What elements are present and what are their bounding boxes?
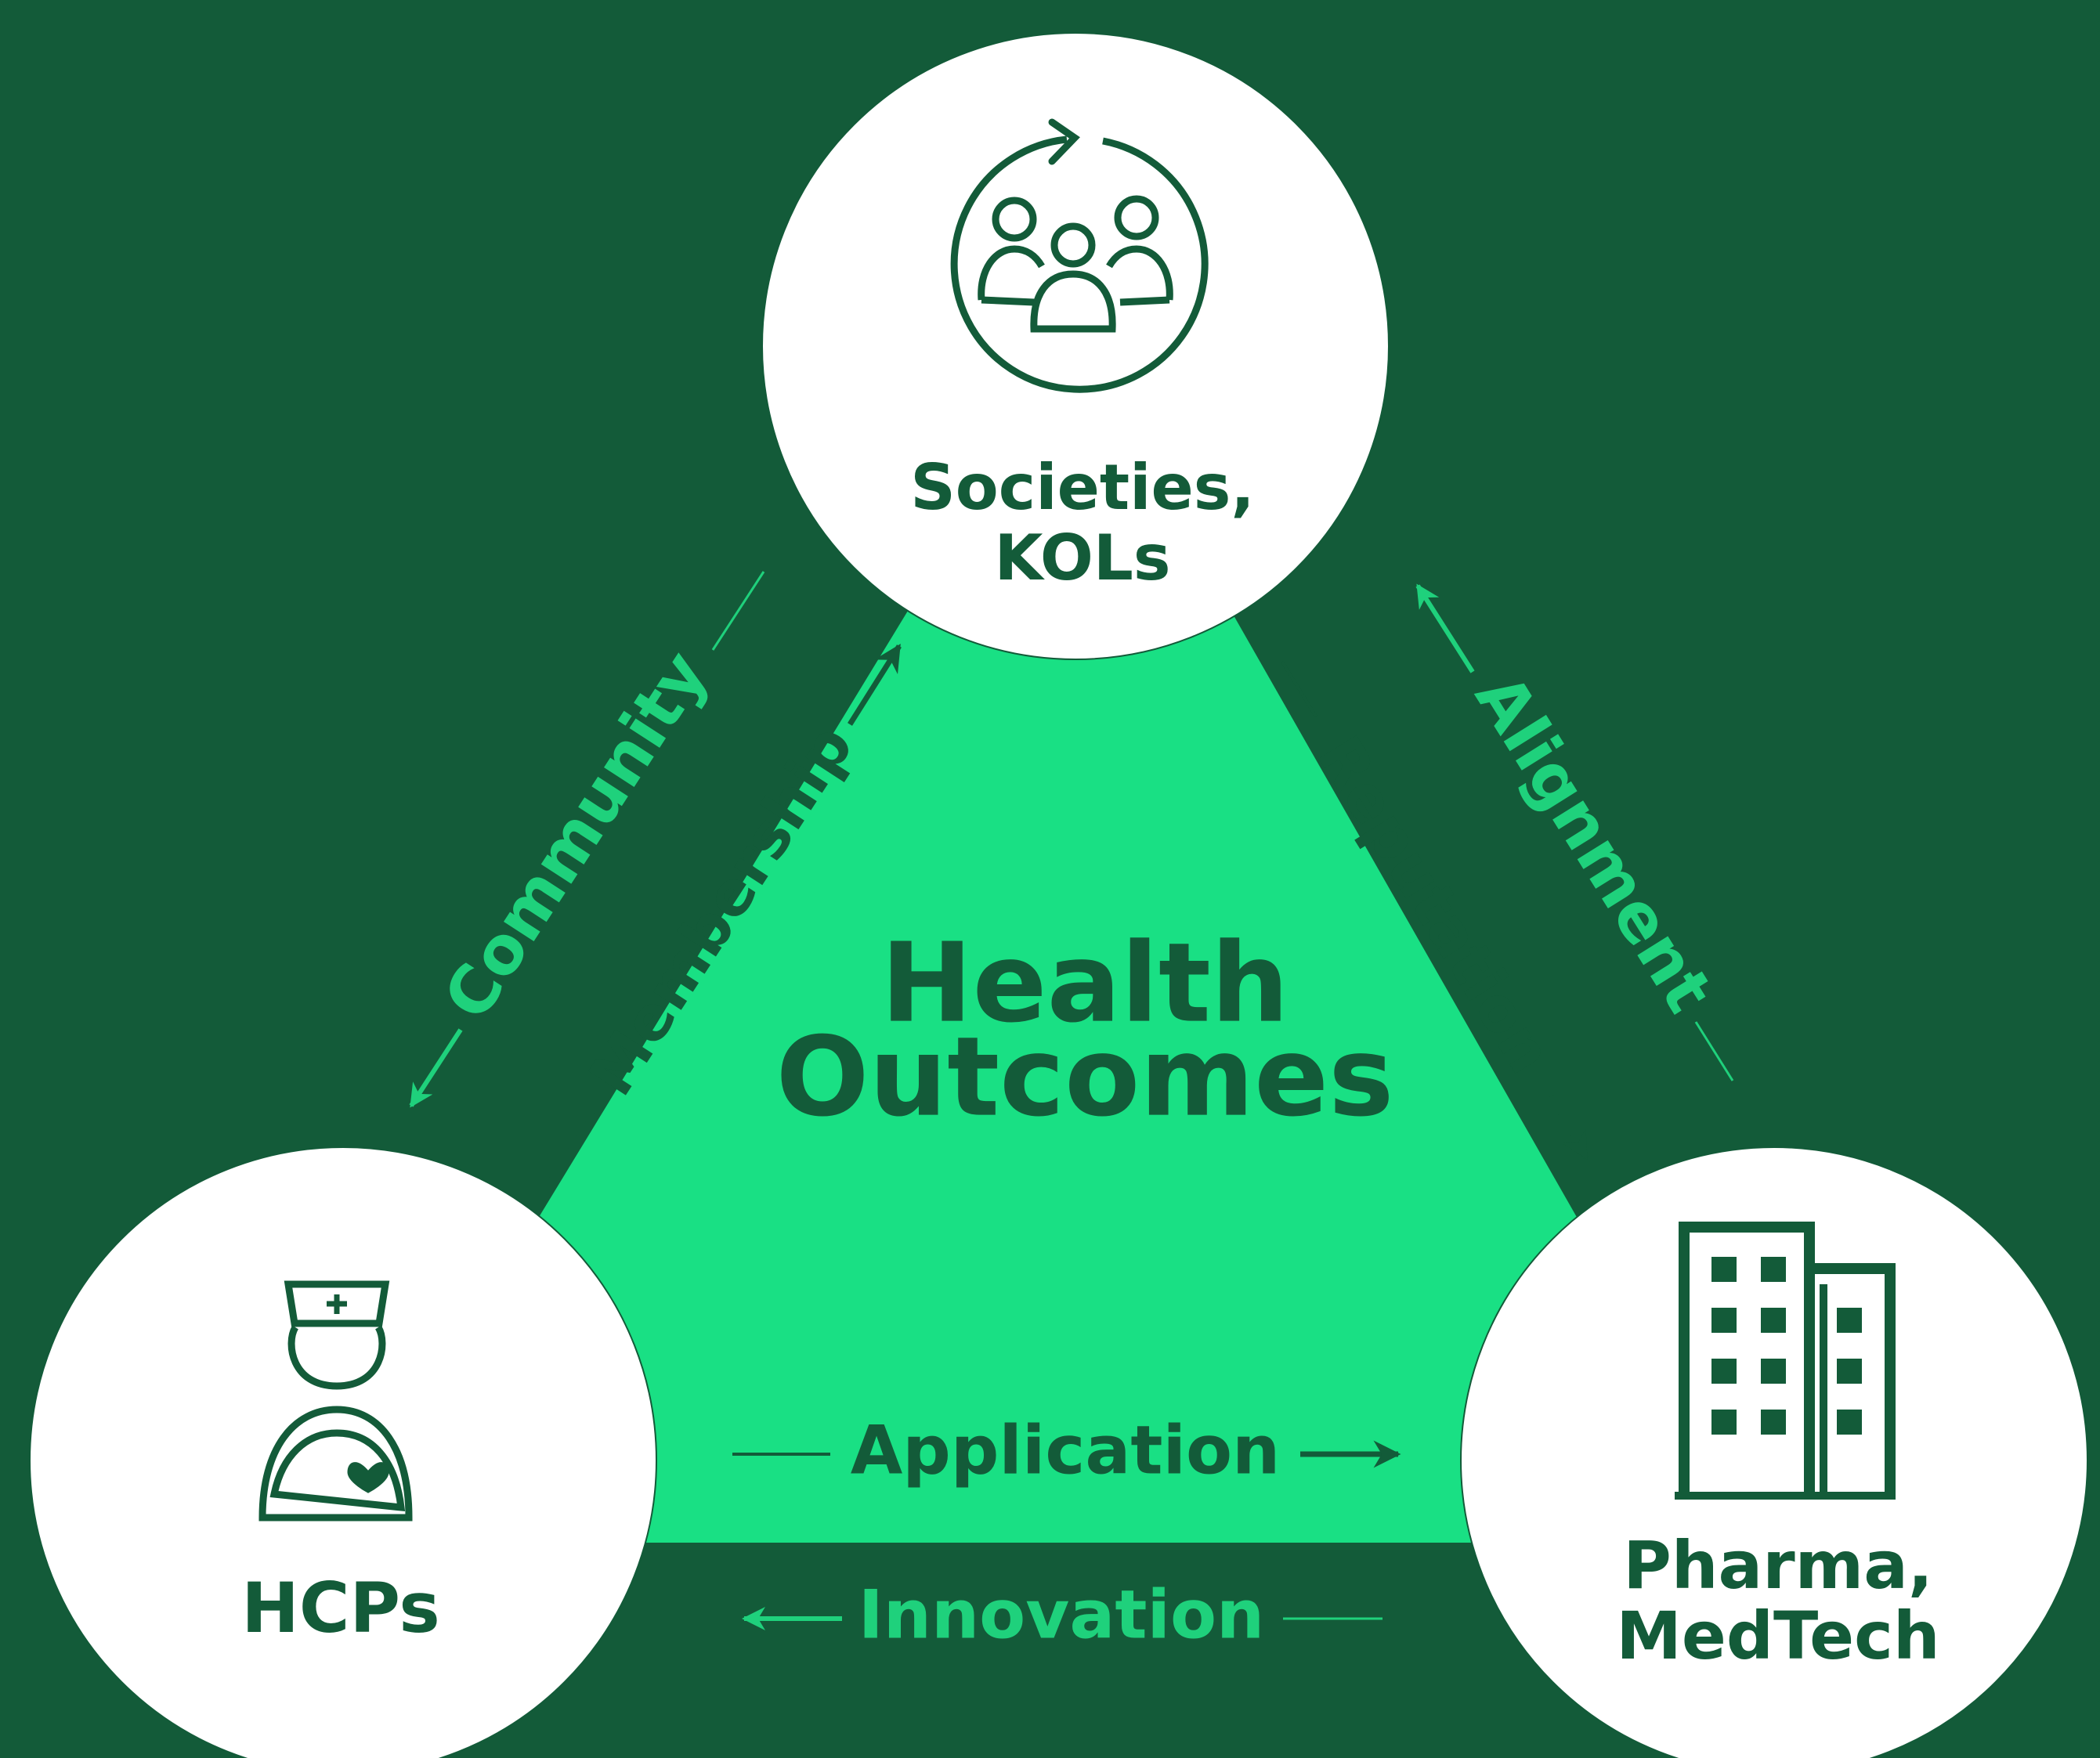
hcps-label: HCPs bbox=[241, 1568, 440, 1648]
nurse-icon bbox=[258, 1280, 413, 1522]
reputation-arrow bbox=[1548, 1095, 1589, 1161]
community-line bbox=[711, 571, 765, 651]
buildings-icon bbox=[1675, 1222, 1896, 1500]
community-arrow bbox=[409, 1028, 463, 1108]
innovation-label: Innovation bbox=[858, 1576, 1265, 1654]
reputation-line bbox=[1281, 660, 1317, 718]
membership-line bbox=[549, 1110, 595, 1180]
societies-label-line1: Societies, bbox=[910, 451, 1255, 524]
pharma-label-line2: MedTech bbox=[1616, 1597, 1939, 1674]
center-triangle bbox=[341, 337, 1762, 1543]
center-title-line1: Health bbox=[880, 920, 1289, 1048]
pharma-label-line1: Pharma, bbox=[1623, 1527, 1933, 1604]
societies-label-line2: KOLs bbox=[995, 522, 1171, 594]
node-pharma: Pharma, MedTech bbox=[1460, 1146, 2088, 1758]
center-title-line2: Outcomes bbox=[776, 1014, 1394, 1142]
membership-arrow bbox=[848, 644, 902, 726]
node-hcps: HCPs bbox=[29, 1146, 657, 1758]
alignment-arrow bbox=[1415, 583, 1475, 673]
application-label: Application bbox=[851, 1411, 1281, 1489]
alignment-line bbox=[1694, 1021, 1734, 1081]
community-cycle-icon bbox=[950, 118, 1209, 393]
node-societies: Societies, KOLs bbox=[761, 32, 1390, 660]
